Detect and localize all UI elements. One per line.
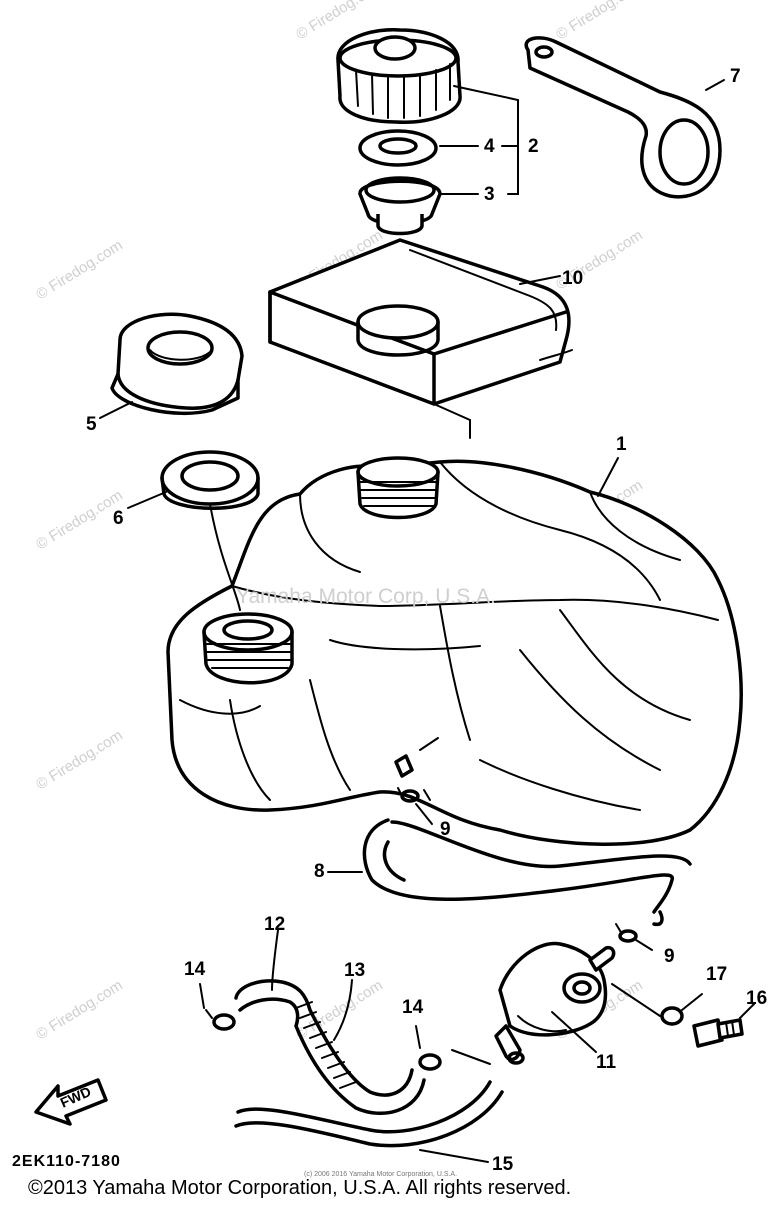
forward-arrow-icon: FWD	[34, 1078, 108, 1126]
callout-4: 4	[484, 136, 495, 157]
watermark: © Firedog.com	[33, 487, 126, 554]
clip-9-upper	[397, 787, 433, 825]
leader-lines-upper	[99, 401, 619, 611]
part-code: 2EK110-7180	[12, 1153, 121, 1170]
callout-9-upper: 9	[440, 819, 451, 840]
footer-copyright: ©2013 Yamaha Motor Corporation, U.S.A. A…	[28, 1177, 571, 1199]
clip-9-lower	[615, 923, 653, 951]
callout-labels: 1 2 3 4 5 6 7 8 9 9 10 11 12 13 14 14 15…	[86, 66, 767, 1175]
cap-gasket	[358, 129, 438, 167]
callout-2: 2	[528, 136, 539, 157]
watermark: © Firedog.com	[33, 237, 126, 304]
callout-16: 16	[746, 988, 767, 1009]
clip-14-right	[415, 1025, 442, 1071]
fuel-tank	[166, 456, 743, 846]
seal-ring	[160, 450, 260, 510]
callout-6: 6	[113, 508, 124, 529]
callout-11: 11	[596, 1052, 617, 1073]
watermark: © Firedog.com	[293, 977, 386, 1044]
callout-1: 1	[616, 434, 627, 455]
callout-3: 3	[484, 184, 495, 205]
tank-tray	[268, 238, 573, 439]
callout-17: 17	[706, 964, 727, 985]
drain-hose	[234, 929, 426, 1116]
callout-7: 7	[730, 66, 741, 87]
breather-hose	[327, 818, 692, 927]
filler-neck	[358, 176, 442, 236]
tiny-copyright-notice: (c) 2006 2016 Yamaha Motor Corporation, …	[304, 1171, 457, 1178]
cap-nut	[110, 312, 244, 415]
fuel-cock	[494, 941, 661, 1065]
watermark: © Firedog.com	[33, 977, 126, 1044]
clip-14-left	[199, 983, 236, 1031]
callout-12: 12	[264, 914, 285, 935]
callout-5: 5	[86, 414, 97, 435]
fuel-line	[234, 1049, 504, 1163]
callout-14-left: 14	[184, 959, 206, 980]
center-watermark: Yamaha Motor Corp, U.S.A.	[236, 585, 496, 608]
washer	[660, 993, 703, 1026]
callout-13: 13	[344, 960, 365, 981]
callout-9-lower: 9	[664, 946, 675, 967]
callout-8: 8	[314, 861, 325, 882]
tank-wrench	[524, 36, 725, 199]
callout-14-right: 14	[402, 997, 424, 1018]
leader-2	[439, 85, 519, 195]
callout-10: 10	[562, 268, 583, 289]
bolt	[692, 1003, 755, 1048]
watermark: © Firedog.com	[33, 727, 126, 794]
callout-15: 15	[492, 1154, 514, 1175]
watermark: © Firedog.com	[553, 0, 646, 43]
fuel-cap	[336, 28, 462, 124]
